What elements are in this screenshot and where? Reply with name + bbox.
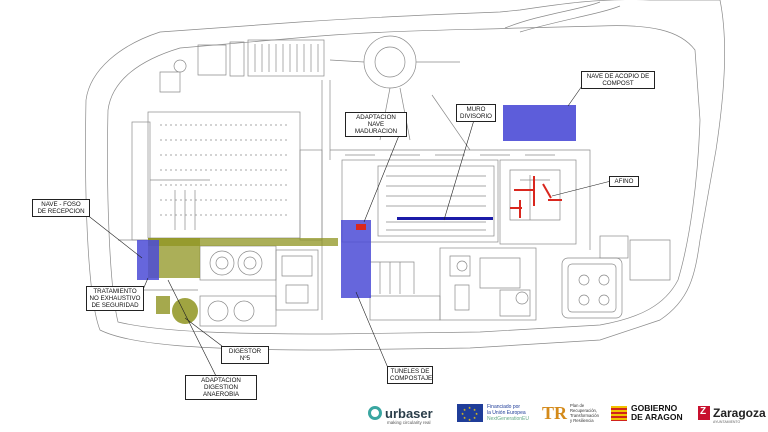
urbaser-name: urbaser — [385, 405, 433, 421]
main-hall — [147, 111, 301, 239]
eu-line-2: la Unión Europea — [487, 410, 526, 416]
prtr-line-4: y Resiliencia — [570, 418, 594, 423]
zaragoza-name: Zaragoza — [713, 406, 766, 420]
label-nave-acopio: NAVE DE ACOPIO DE COMPOST — [581, 71, 655, 89]
aragon-logo: GOBIERNO DE ARAGON — [611, 398, 683, 428]
maturation-hall — [341, 159, 499, 243]
eu-line-3: NextGenerationEU — [487, 416, 529, 422]
prtr-mark-icon: TR — [542, 402, 568, 423]
label-nave-foso: NAVE - FOSO DE RECEPCION — [32, 199, 90, 217]
eu-logo: ★★★ ★★★ ★★ Financiado por la Unión Europ… — [457, 398, 529, 428]
label-muro-divisorio: MURO DIVISORIO — [456, 104, 496, 122]
urbaser-tagline: making circularity real — [387, 420, 431, 425]
site-boundary — [85, 0, 725, 351]
blue-tunnels-zone — [341, 220, 371, 298]
aragon-line-1: GOBIERNO — [631, 403, 678, 413]
eu-flag-icon: ★★★ ★★★ ★★ — [457, 404, 483, 422]
roundabout-outer — [363, 35, 417, 89]
zaragoza-tagline: AYUNTAMIENTO — [713, 420, 741, 424]
eu-line-1: Financiado por — [487, 404, 521, 410]
prtr-line-3: Transformación — [570, 413, 599, 418]
aragon-flag-icon — [611, 405, 627, 421]
label-tratamiento: TRATAMIENTO NO EXHAUSTIVO DE SEGURIDAD — [86, 286, 144, 311]
prtr-logo: TR Plan de Recuperación, Transformación … — [542, 398, 599, 428]
afino-area — [499, 159, 577, 245]
prtr-line-2: Recuperación, — [570, 408, 598, 413]
label-adaptacion-maduracion: ADAPTACION NAVE MADURACION — [345, 112, 407, 137]
dividing-wall — [397, 217, 493, 220]
site-plan — [85, 0, 725, 381]
zaragoza-mark-icon: Z — [698, 406, 710, 420]
label-afino: AFINO — [609, 176, 639, 187]
label-digestor-5: DIGESTOR Nº5 — [221, 346, 269, 364]
label-tuneles-compostaje: TUNELES DE COMPOSTAJE — [387, 366, 433, 384]
inner-road — [107, 25, 701, 335]
blue-reception-zone — [137, 240, 159, 280]
label-adaptacion-digestion: ADAPTACION DIGESTION ANAEROBIA — [185, 375, 257, 400]
tank-area — [561, 257, 623, 319]
roundabout-inner — [374, 46, 406, 78]
red-equipment — [510, 176, 562, 218]
parking-area — [247, 39, 325, 77]
blue-compost-store — [503, 105, 576, 141]
prtr-line-1: Plan de — [570, 403, 585, 408]
urbaser-logo: urbaser making circularity real — [368, 398, 433, 428]
aragon-line-2: DE ARAGON — [631, 412, 683, 422]
zaragoza-logo: Z Zaragoza AYUNTAMIENTO — [698, 398, 766, 428]
digestor-5 — [172, 298, 198, 324]
urbaser-mark-icon — [368, 406, 382, 420]
top-right-road — [504, 1, 601, 29]
footer-logos: urbaser making circularity real ★★★ ★★★ … — [0, 398, 768, 432]
top-right-road-2 — [519, 5, 621, 33]
